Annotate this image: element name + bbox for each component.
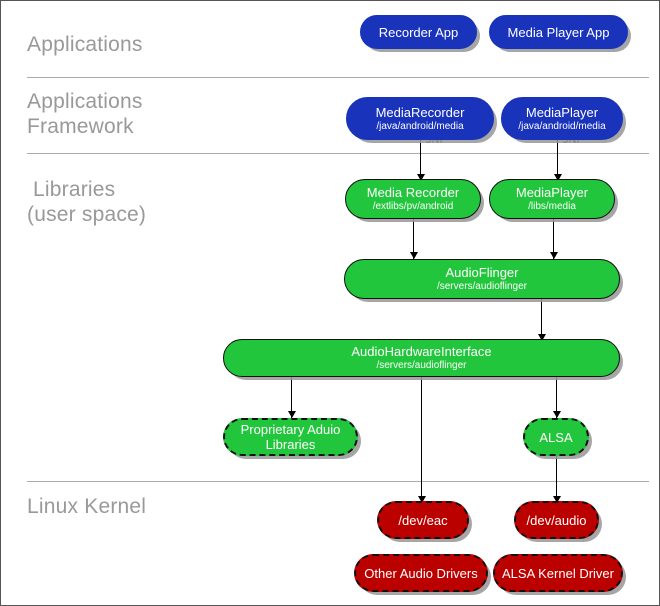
node-audiohardwareinterface[interactable]: AudioHardwareInterface /servers/audiofli… <box>223 339 620 377</box>
layer-label-applications: Applications <box>27 33 143 56</box>
arrowhead-alsa-devaudio <box>553 496 561 503</box>
node-recorder-app[interactable]: Recorder App <box>360 15 477 49</box>
node-audioflinger-path: /servers/audioflinger <box>436 281 528 292</box>
node-other-audio-drivers[interactable]: Other Audio Drivers <box>354 554 488 592</box>
divider-applications <box>27 77 649 78</box>
connector-mediaplayer-jni <box>557 140 558 180</box>
node-media-player-library-title: MediaPlayer <box>515 185 589 200</box>
node-mediarecorder-framework-title: MediaRecorder <box>375 104 465 120</box>
arrowhead-mediaplayer-audioflinger <box>550 252 558 259</box>
node-audiohardwareinterface-path: /servers/audioflinger <box>376 360 467 371</box>
node-dev-eac[interactable]: /dev/eac <box>377 501 469 539</box>
node-mediaplayer-framework[interactable]: MediaPlayer /java/android/media <box>501 97 623 140</box>
node-audioflinger-title: AudioFlinger <box>445 265 519 280</box>
connector-mediaplayer-audioflinger <box>553 219 554 259</box>
arrowhead-mediarecorder-audioflinger <box>410 252 418 259</box>
connector-mediarecorder-jni <box>420 140 421 180</box>
node-alsa-kernel-driver-title: ALSA Kernel Driver <box>502 565 614 581</box>
node-alsa-kernel-driver[interactable]: ALSA Kernel Driver <box>493 554 623 592</box>
node-proprietary-audio-libraries-title: Proprietary Aduio Libraries <box>240 422 341 452</box>
arrowhead-audiohw-deveac <box>418 496 426 503</box>
node-media-player-app[interactable]: Media Player App <box>489 15 628 49</box>
connector-audiohw-deveac <box>421 376 422 501</box>
node-media-recorder-library[interactable]: Media Recorder /extlibs/pv/android <box>345 179 481 219</box>
connector-audioflinger-audiohw <box>541 299 542 341</box>
connector-mediarecorder-audioflinger <box>413 219 414 259</box>
divider-framework <box>27 153 649 154</box>
node-media-recorder-library-title: Media Recorder <box>366 185 460 200</box>
arrowhead-mediaplayer-jni <box>554 174 562 181</box>
arrowhead-audiohw-proprietary <box>288 411 296 418</box>
node-other-audio-drivers-title: Other Audio Drivers <box>364 565 478 581</box>
node-media-player-library[interactable]: MediaPlayer /libs/media <box>489 179 615 219</box>
node-dev-audio[interactable]: /dev/audio <box>514 501 599 539</box>
layer-label-framework: Applications Framework <box>27 90 143 138</box>
divider-libraries <box>27 481 649 482</box>
node-audioflinger[interactable]: AudioFlinger /servers/audioflinger <box>344 259 620 299</box>
node-dev-audio-title: /dev/audio <box>526 512 587 528</box>
connector-audiohw-alsa <box>556 376 557 418</box>
node-mediarecorder-framework-path: /java/android/media <box>376 120 464 132</box>
node-proprietary-audio-libraries[interactable]: Proprietary Aduio Libraries <box>223 418 358 456</box>
node-audiohardwareinterface-title: AudioHardwareInterface <box>351 344 492 359</box>
node-media-player-app-title: Media Player App <box>507 24 610 40</box>
node-dev-eac-title: /dev/eac <box>398 512 448 528</box>
node-mediaplayer-framework-path: /java/android/media <box>518 120 606 132</box>
node-mediaplayer-framework-title: MediaPlayer <box>525 104 599 120</box>
connector-audiohw-proprietary <box>291 376 292 418</box>
layer-label-libraries: Libraries (user space) <box>27 178 147 226</box>
layer-label-kernel: Linux Kernel <box>27 495 147 518</box>
node-media-recorder-library-path: /extlibs/pv/android <box>372 201 454 212</box>
arrowhead-mediarecorder-jni <box>417 174 425 181</box>
arrowhead-audiohw-alsa <box>553 411 561 418</box>
node-recorder-app-title: Recorder App <box>378 24 459 40</box>
arrowhead-audioflinger-audiohw <box>538 334 546 341</box>
node-media-player-library-path: /libs/media <box>528 201 576 212</box>
node-alsa-title: ALSA <box>539 429 573 445</box>
connector-alsa-devaudio <box>556 456 557 501</box>
node-alsa[interactable]: ALSA <box>523 418 589 456</box>
node-mediarecorder-framework[interactable]: MediaRecorder /java/android/media <box>346 97 494 140</box>
